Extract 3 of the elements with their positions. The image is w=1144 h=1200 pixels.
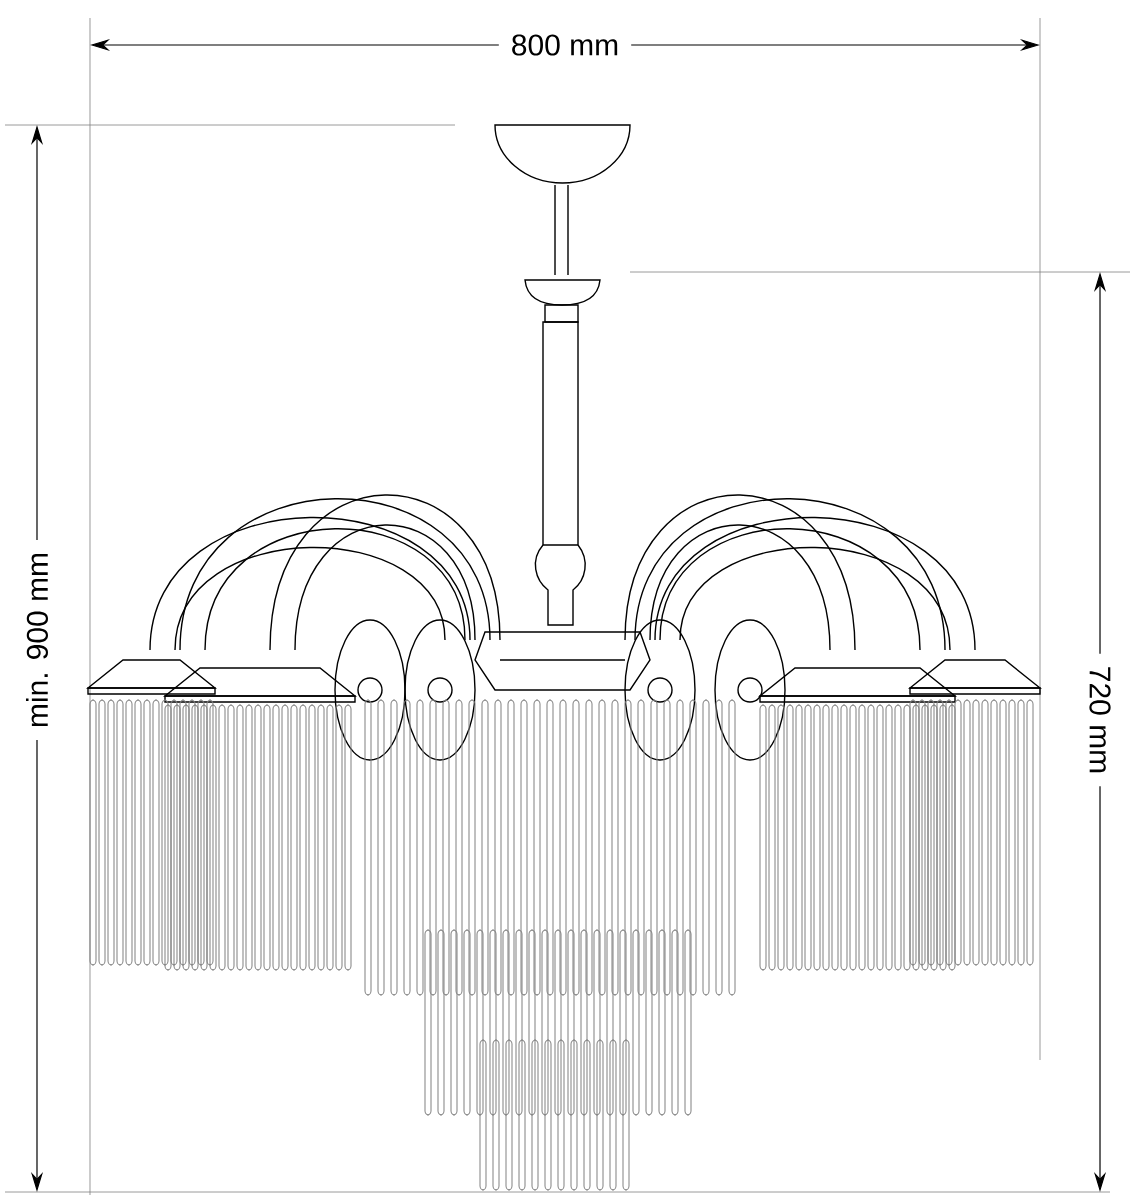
dimension-label: min. 900 mm xyxy=(14,539,60,741)
dimension-label: 800 mm xyxy=(498,22,632,68)
dimension-label: 720 mm xyxy=(1077,653,1123,787)
